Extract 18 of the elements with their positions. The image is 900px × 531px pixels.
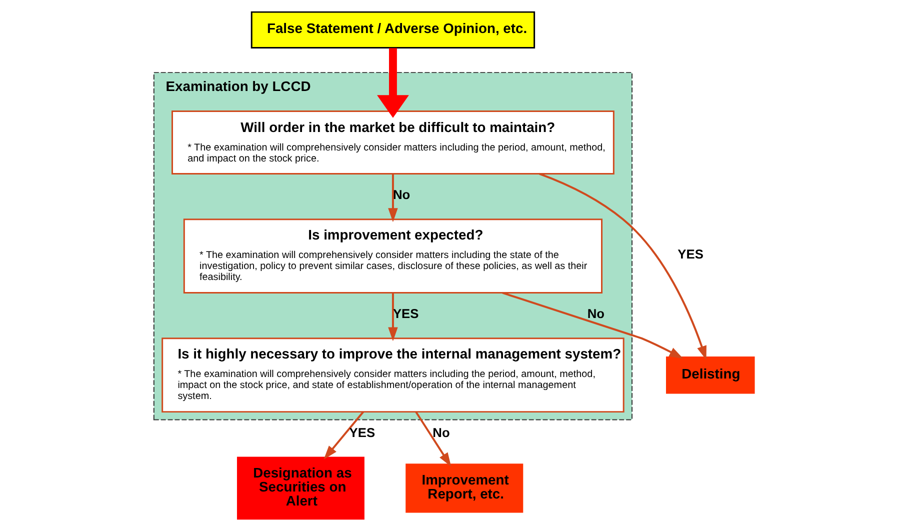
node-box: Is it highly necessary to improve the internal management system? * The examination will comprehensively consider matters including the period, amount, method, impact on the stock price, and state of establishment/operation of the internal management system.: [162, 338, 624, 413]
node-box: False Statement / Adverse Opinion, etc.: [250, 11, 536, 48]
edge-label: YES: [349, 425, 376, 440]
edge-label: No: [432, 425, 450, 440]
arrow: [502, 292, 684, 359]
arrow: [539, 172, 706, 360]
edge-label: No: [587, 306, 605, 321]
node-box: Improvement Report, etc.: [406, 464, 524, 513]
edge-label: YES: [678, 246, 704, 262]
arrow: [415, 411, 452, 467]
arrow: [324, 411, 364, 460]
node-box: Will order in the market be difficult to maintain? * The examination will comprehensively consider matters including the period, amount, method, and impact on the stock price.: [172, 110, 614, 174]
node-box: Is improvement expected? * The examination will comprehensively consider matters including the state of the investigation, policy to prevent similar cases, disclosure of these policies, as well as their feasibility.: [183, 218, 603, 294]
node-box: Designation as Securities on Alert: [236, 456, 364, 520]
node-box: Delisting: [666, 356, 755, 394]
arrow: [388, 292, 398, 342]
arrow: [377, 48, 409, 118]
arrow: [388, 174, 398, 222]
